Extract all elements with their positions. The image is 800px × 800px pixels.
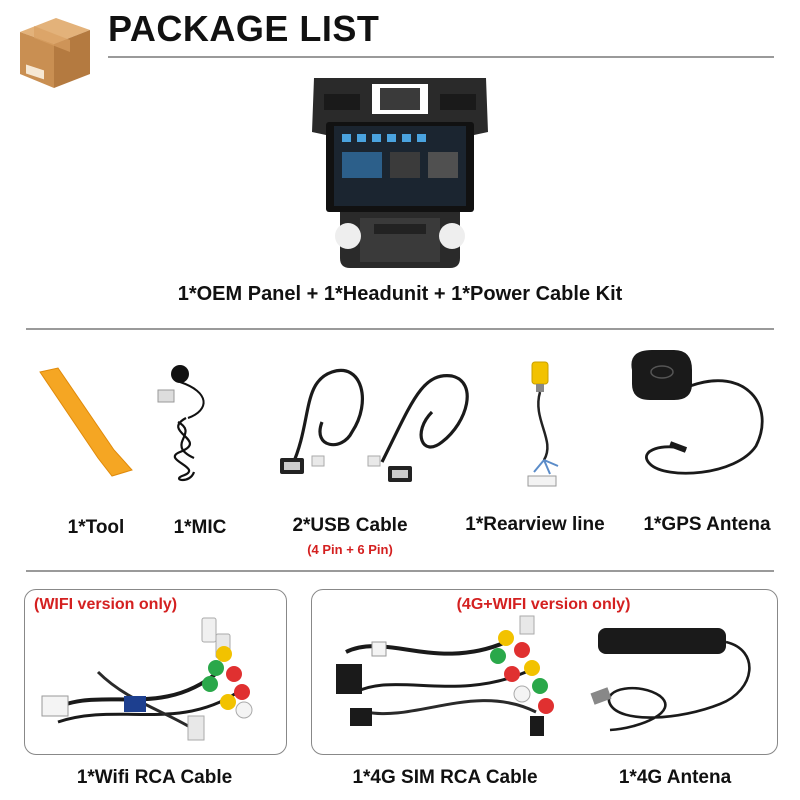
4g-antenna-icon [580,620,770,745]
4g-wifi-version-box [311,589,778,755]
main-item-caption: 1*OEM Panel + 1*Headunit + 1*Power Cable… [177,283,623,305]
page-title: PACKAGE LIST [108,8,380,49]
section-divider-2 [26,570,774,572]
wifi-version-box [24,589,287,755]
4g-sim-rca-cable-icon [326,612,576,747]
usb-cable-caption: 2*USB Cable [292,515,408,536]
gps-antenna-icon [626,346,776,486]
usb-cable-note: (4 Pin + 6 Pin) [307,542,393,557]
section-divider-1 [26,328,774,330]
usb-cable-icon [272,362,482,482]
wifi-version-label: (WIFI version only) [34,596,178,613]
pry-tool-icon [36,366,136,478]
rca-cable-icon [512,360,572,490]
title-divider [108,56,774,58]
mic-caption: 1*MIC [173,517,227,538]
4g-antenna-caption: 1*4G Antena [618,767,732,788]
rearview-line-caption: 1*Rearview line [465,514,605,535]
4g-sim-rca-cable-caption: 1*4G SIM RCA Cable [352,767,538,788]
headunit-image [310,72,490,272]
4g-wifi-version-label: (4G+WIFI version only) [456,596,631,613]
package-box-icon [12,10,96,92]
tool-caption: 1*Tool [67,517,125,538]
gps-antenna-caption: 1*GPS Antena [643,514,771,535]
wifi-rca-cable-icon [38,612,278,747]
wifi-rca-cable-caption: 1*Wifi RCA Cable [76,767,233,788]
microphone-icon [150,362,230,487]
